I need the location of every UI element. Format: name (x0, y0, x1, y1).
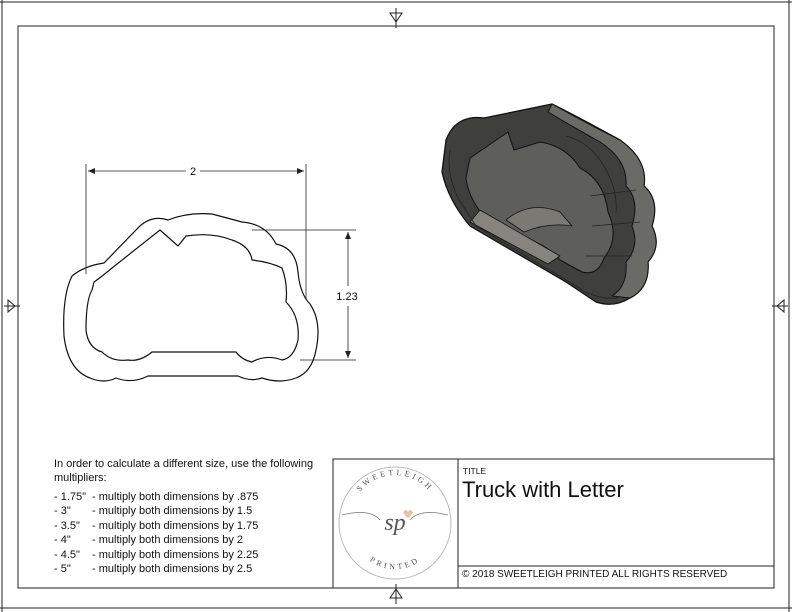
copyright-notice: © 2018 SWEETLEIGH PRINTED ALL RIGHTS RES… (462, 569, 728, 580)
multiplier-size: - 4.5" (54, 548, 80, 561)
multiplier-size: - 4" (54, 534, 71, 547)
multiplier-row: - 4" - multiply both dimensions by 2 (54, 533, 324, 547)
logo-top-text: SWEETLEIGH (355, 468, 433, 493)
logo-monogram: sp (384, 510, 405, 536)
center-mark-left (4, 298, 20, 314)
multiplier-row: - 1.75" - multiply both dimensions by .87… (54, 490, 324, 504)
center-mark-bottom (389, 584, 403, 604)
multiplier-row: - 3.5" - multiply both dimensions by 1.75 (54, 519, 324, 533)
multiplier-row: - 4.5" - multiply both dimensions by 2.25 (54, 548, 324, 562)
multiplier-row: - 3" - multiply both dimensions by 1.5 (54, 504, 324, 518)
logo-bottom-text: PRINTED (368, 555, 418, 572)
multiplier-list: - 1.75" - multiply both dimensions by .87… (54, 490, 324, 576)
svg-text:PRINTED: PRINTED (368, 555, 421, 572)
resize-instructions: In order to calculate a different size, … (54, 457, 324, 576)
multiplier-text: - multiply both dimensions by 1.5 (92, 505, 253, 518)
multiplier-text: - multiply both dimensions by 2.25 (92, 548, 259, 561)
multiplier-text: - multiply both dimensions by 2 (92, 534, 244, 547)
truck-outline-2d (63, 213, 319, 382)
multiplier-size: - 1.75" (54, 491, 87, 503)
svg-text:SWEETLEIGH: SWEETLEIGH (355, 468, 436, 493)
multiplier-row: - 5" - multiply both dimensions by 2.5 (54, 562, 324, 576)
dimension-height-label: 1.23 (336, 291, 357, 303)
title-block (332, 458, 775, 589)
resize-intro: In order to calculate a different size, … (54, 458, 314, 484)
drawing-title: Truck with Letter (462, 477, 624, 502)
sweetleigh-logo: SWEETLEIGH PRINTED sp (338, 466, 452, 580)
dimension-width (85, 164, 307, 300)
multiplier-text: - multiply both dimensions by 2.5 (92, 562, 253, 575)
cookie-cutter-3d-render (441, 103, 657, 305)
multiplier-size: - 5" (54, 562, 71, 575)
multiplier-size: - 3" (54, 505, 71, 518)
multiplier-text: - multiply both dimensions by .875 (92, 491, 259, 503)
title-label: TITLE (463, 466, 487, 476)
center-mark-top (389, 8, 403, 28)
dimension-height (252, 229, 356, 361)
multiplier-text: - multiply both dimensions by 1.75 (92, 519, 259, 532)
dimension-width-label: 2 (190, 166, 196, 178)
center-mark-right (772, 298, 788, 314)
multiplier-size: - 3.5" (54, 519, 80, 532)
